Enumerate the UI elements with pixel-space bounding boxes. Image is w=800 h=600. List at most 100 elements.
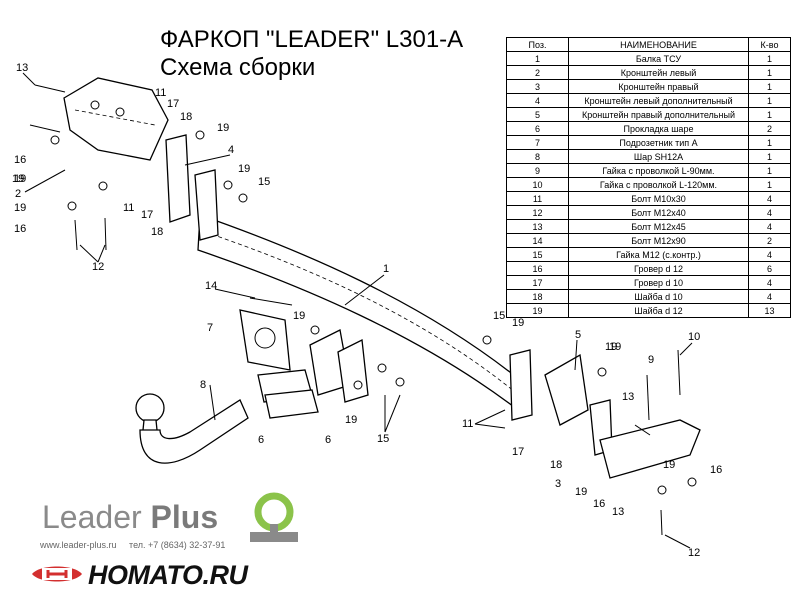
- callout-2: 2: [15, 188, 21, 200]
- column-header-quantity: К-во: [748, 37, 791, 52]
- cell-quantity: 1: [748, 93, 791, 108]
- cell-name: Болт М12х45: [568, 219, 749, 234]
- right-brackets: [509, 349, 701, 479]
- callout-7: 7: [207, 322, 213, 334]
- callout-11b: 11: [123, 202, 134, 214]
- callout-14: 14: [205, 280, 217, 292]
- cell-name: Болт М12х90: [568, 233, 749, 248]
- cell-quantity: 1: [748, 177, 791, 192]
- callout-13a: 13: [16, 62, 28, 74]
- callout-19k: 19: [605, 341, 617, 353]
- callout-17a: 17: [167, 98, 179, 110]
- callout-18a: 18: [180, 111, 192, 123]
- brand-name-bold: Plus: [150, 499, 219, 535]
- ball-spacers: [257, 369, 319, 419]
- brand-name-light: Leader: [42, 499, 142, 535]
- cell-name: Гровер d 10: [568, 275, 749, 290]
- callout-19g: 19: [609, 341, 621, 353]
- cell-position: 19: [506, 303, 569, 318]
- leader-plus-brand: Leader Plus: [42, 500, 218, 534]
- callout-19c: 19: [14, 173, 26, 185]
- cell-quantity: 4: [748, 247, 791, 262]
- parts-table-header: Поз. НАИМЕНОВАНИЕ К-во: [506, 37, 791, 52]
- cell-position: 4: [506, 93, 569, 108]
- cell-position: 3: [506, 79, 569, 94]
- callout-13b: 13: [622, 391, 634, 403]
- cell-name: Шайба d 10: [568, 289, 749, 304]
- cell-position: 7: [506, 135, 569, 150]
- callout-labels: 1 2 3 4 5 6 6 7 8 9 10 11 11 11 12 12 13…: [12, 62, 722, 559]
- cell-quantity: 2: [748, 121, 791, 136]
- cell-quantity: 6: [748, 261, 791, 276]
- cell-quantity: 4: [748, 191, 791, 206]
- cell-name: Кронштейн левый дополнительный: [568, 93, 749, 108]
- callout-4: 4: [228, 144, 234, 156]
- cell-position: 8: [506, 149, 569, 164]
- shop-name: HOMATO.RU: [88, 560, 248, 590]
- cell-quantity: 4: [748, 275, 791, 290]
- cell-quantity: 4: [748, 205, 791, 220]
- cell-name: Кронштейн правый дополнительный: [568, 107, 749, 122]
- cell-name: Шайба d 12: [568, 303, 749, 318]
- tow-ball: [135, 393, 249, 464]
- callout-12b: 12: [688, 547, 700, 559]
- website-text: www.leader-plus.ru: [40, 540, 117, 550]
- cell-name: Гайка с проволкой L-120мм.: [568, 177, 749, 192]
- callout-6a: 6: [258, 434, 264, 446]
- cell-name: Болт М12х40: [568, 205, 749, 220]
- callout-8: 8: [200, 379, 206, 391]
- diagram-title: ФАРКОП "LEADER" L301-A: [160, 26, 464, 53]
- phone-text: тел. +7 (8634) 32-37-91: [129, 540, 226, 550]
- cell-name: Гровер d 12: [568, 261, 749, 276]
- callout-1: 1: [383, 263, 389, 275]
- callout-12a: 12: [92, 261, 104, 273]
- callout-17b: 17: [141, 209, 153, 221]
- cell-quantity: 4: [748, 289, 791, 304]
- callout-5: 5: [575, 329, 581, 341]
- bolts: [29, 84, 681, 536]
- callout-11a: 11: [155, 87, 166, 99]
- cell-position: 5: [506, 107, 569, 122]
- callout-3: 3: [555, 478, 561, 490]
- callout-19a: 19: [217, 122, 229, 134]
- cell-position: 18: [506, 289, 569, 304]
- cell-position: 12: [506, 205, 569, 220]
- cell-quantity: 4: [748, 219, 791, 234]
- callout-15a: 15: [258, 176, 270, 188]
- callout-16d: 16: [710, 464, 722, 476]
- homato-logo-icon: [32, 566, 82, 582]
- callout-18b: 18: [151, 226, 163, 238]
- cell-position: 10: [506, 177, 569, 192]
- callout-13c: 13: [612, 506, 624, 518]
- center-plates: [309, 329, 369, 403]
- contacts-line: www.leader-plus.ru тел. +7 (8634) 32-37-…: [40, 540, 235, 550]
- cell-quantity: 1: [748, 163, 791, 178]
- callout-19d: 19: [14, 202, 26, 214]
- leader-lines: [22, 72, 693, 549]
- cell-position: 9: [506, 163, 569, 178]
- cell-position: 6: [506, 121, 569, 136]
- cell-quantity: 13: [748, 303, 791, 318]
- callout-15c: 15: [377, 433, 389, 445]
- cell-name: Балка ТСУ: [568, 51, 749, 66]
- cell-quantity: 1: [748, 107, 791, 122]
- washers: [50, 130, 697, 495]
- callout-9: 9: [648, 354, 654, 366]
- callout-15b: 15: [493, 310, 505, 322]
- callout-19e: 19: [293, 310, 305, 322]
- cell-position: 11: [506, 191, 569, 206]
